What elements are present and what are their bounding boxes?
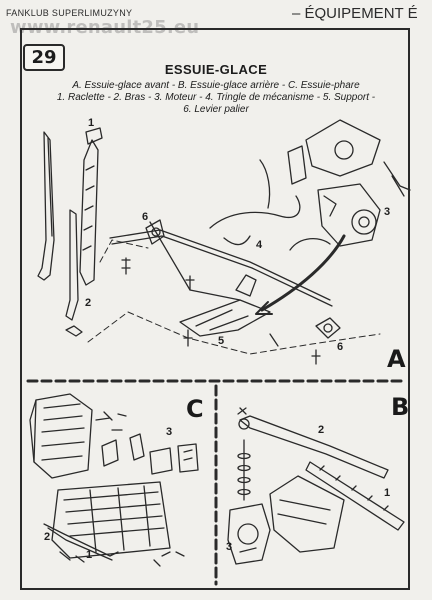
callout-b-raclette: 1 — [384, 487, 391, 499]
callout-a-raclette: 1 — [88, 117, 95, 129]
header-section-title: – ÉQUIPEMENT É — [292, 5, 418, 22]
callout-a-support: 5 — [218, 335, 225, 347]
callout-b-moteur: 3 — [226, 541, 233, 553]
section-b-drawing — [227, 407, 405, 565]
callout-c-moteur: 3 — [166, 426, 173, 438]
caption-line-3: 6. Levier palier — [183, 104, 249, 115]
header-club-name: FANKLUB SUPERLIMUZYNY — [6, 8, 133, 18]
caption-line-1: A. Essuie-glace avant - B. Essuie-glace … — [72, 80, 360, 91]
callout-a-tringle: 4 — [256, 239, 263, 251]
figure-number-badge: 29 — [23, 44, 65, 71]
callout-a-moteur: 3 — [384, 206, 391, 218]
caption-line-2: 1. Raclette - 2. Bras - 3. Moteur - 4. T… — [56, 92, 376, 103]
callout-a-levier-left: 6 — [142, 211, 149, 223]
callout-a-bras: 2 — [85, 297, 92, 309]
figure-frame — [20, 28, 410, 590]
section-label-c: C — [186, 395, 204, 423]
figure-title: ESSUIE-GLACE — [164, 62, 268, 77]
section-a-drawing — [37, 119, 411, 365]
section-label-b: B — [391, 393, 410, 421]
callout-c-bras: 2 — [44, 531, 51, 543]
callout-b-bras: 2 — [318, 424, 325, 436]
callout-a-levier-right: 6 — [337, 341, 344, 353]
callout-c-raclette: 1 — [86, 549, 93, 561]
section-label-a: A — [387, 345, 406, 373]
watermark: www.renault25.eu — [10, 17, 200, 38]
section-c-drawing — [29, 393, 199, 567]
